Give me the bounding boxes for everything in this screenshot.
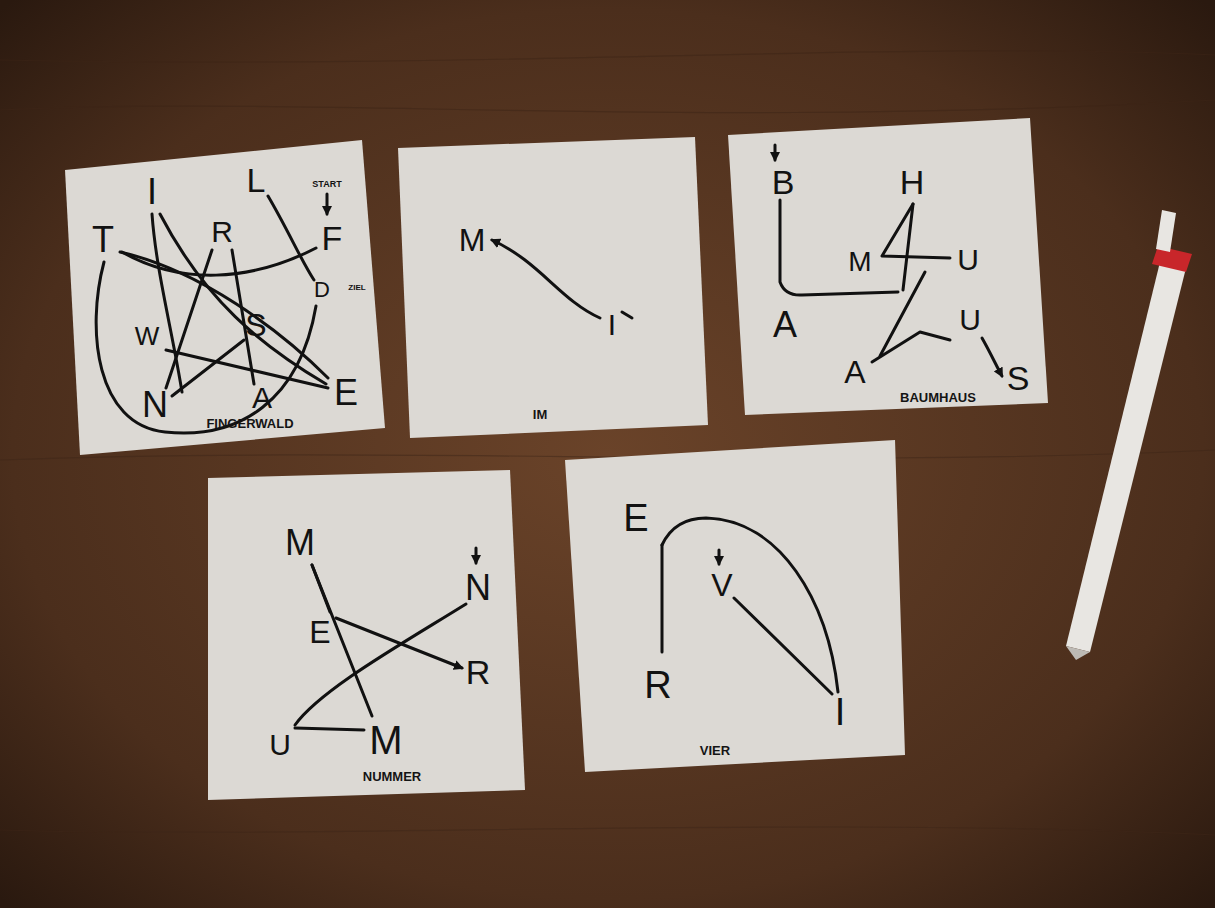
puzzle-letter: A [773,307,797,343]
note-word: IM [533,407,547,422]
puzzle-letter: E [309,616,330,648]
note-marker-text: START [312,180,341,189]
pen [1066,210,1192,660]
puzzle-letter: E [623,499,648,537]
puzzle-letter: E [334,375,358,411]
note-word: BAUMHAUS [900,390,976,405]
puzzle-letter: R [211,217,233,247]
puzzle-letter: I [608,310,616,340]
puzzle-letter: M [369,720,402,760]
puzzle-letter: T [92,222,114,258]
puzzle-letter: U [959,305,981,335]
puzzle-letter: M [285,525,315,561]
puzzle-letter: I [147,174,157,210]
puzzle-letter: M [459,224,486,256]
puzzle-letter: S [1007,361,1030,395]
puzzle-letter: N [465,570,491,606]
puzzle-letter: W [135,323,160,349]
puzzle-letter: M [848,248,871,276]
wood-grain [0,51,1215,835]
puzzle-letter: H [900,165,925,199]
note-word: FINGERWALD [206,416,293,431]
puzzle-letter: R [466,655,491,689]
puzzle-letter: N [142,387,168,423]
puzzle-letter: D [314,279,330,301]
puzzle-letter: A [844,356,865,388]
pen-strokes [96,145,1002,730]
puzzle-letter: V [711,569,732,601]
note-word: VIER [700,743,730,758]
note-word: NUMMER [363,769,422,784]
puzzle-letter: I [835,693,846,731]
puzzle-letter: B [772,165,795,199]
puzzle-letter: L [247,163,266,197]
puzzle-letter: S [245,309,266,341]
sticky-note: IM [398,137,708,438]
note-marker-text: ZIEL [348,284,365,292]
sticky-note: V I E R [565,440,905,772]
puzzle-letter: U [957,245,979,275]
sticky-notes [65,118,1048,800]
sticky-note: N U M M E R [208,470,525,800]
puzzle-letter: A [252,383,272,413]
puzzle-letter: R [644,666,671,704]
puzzle-letter: F [322,221,343,255]
sticky-note: BAUMHAUS [728,118,1048,415]
puzzle-letter: U [269,730,291,760]
